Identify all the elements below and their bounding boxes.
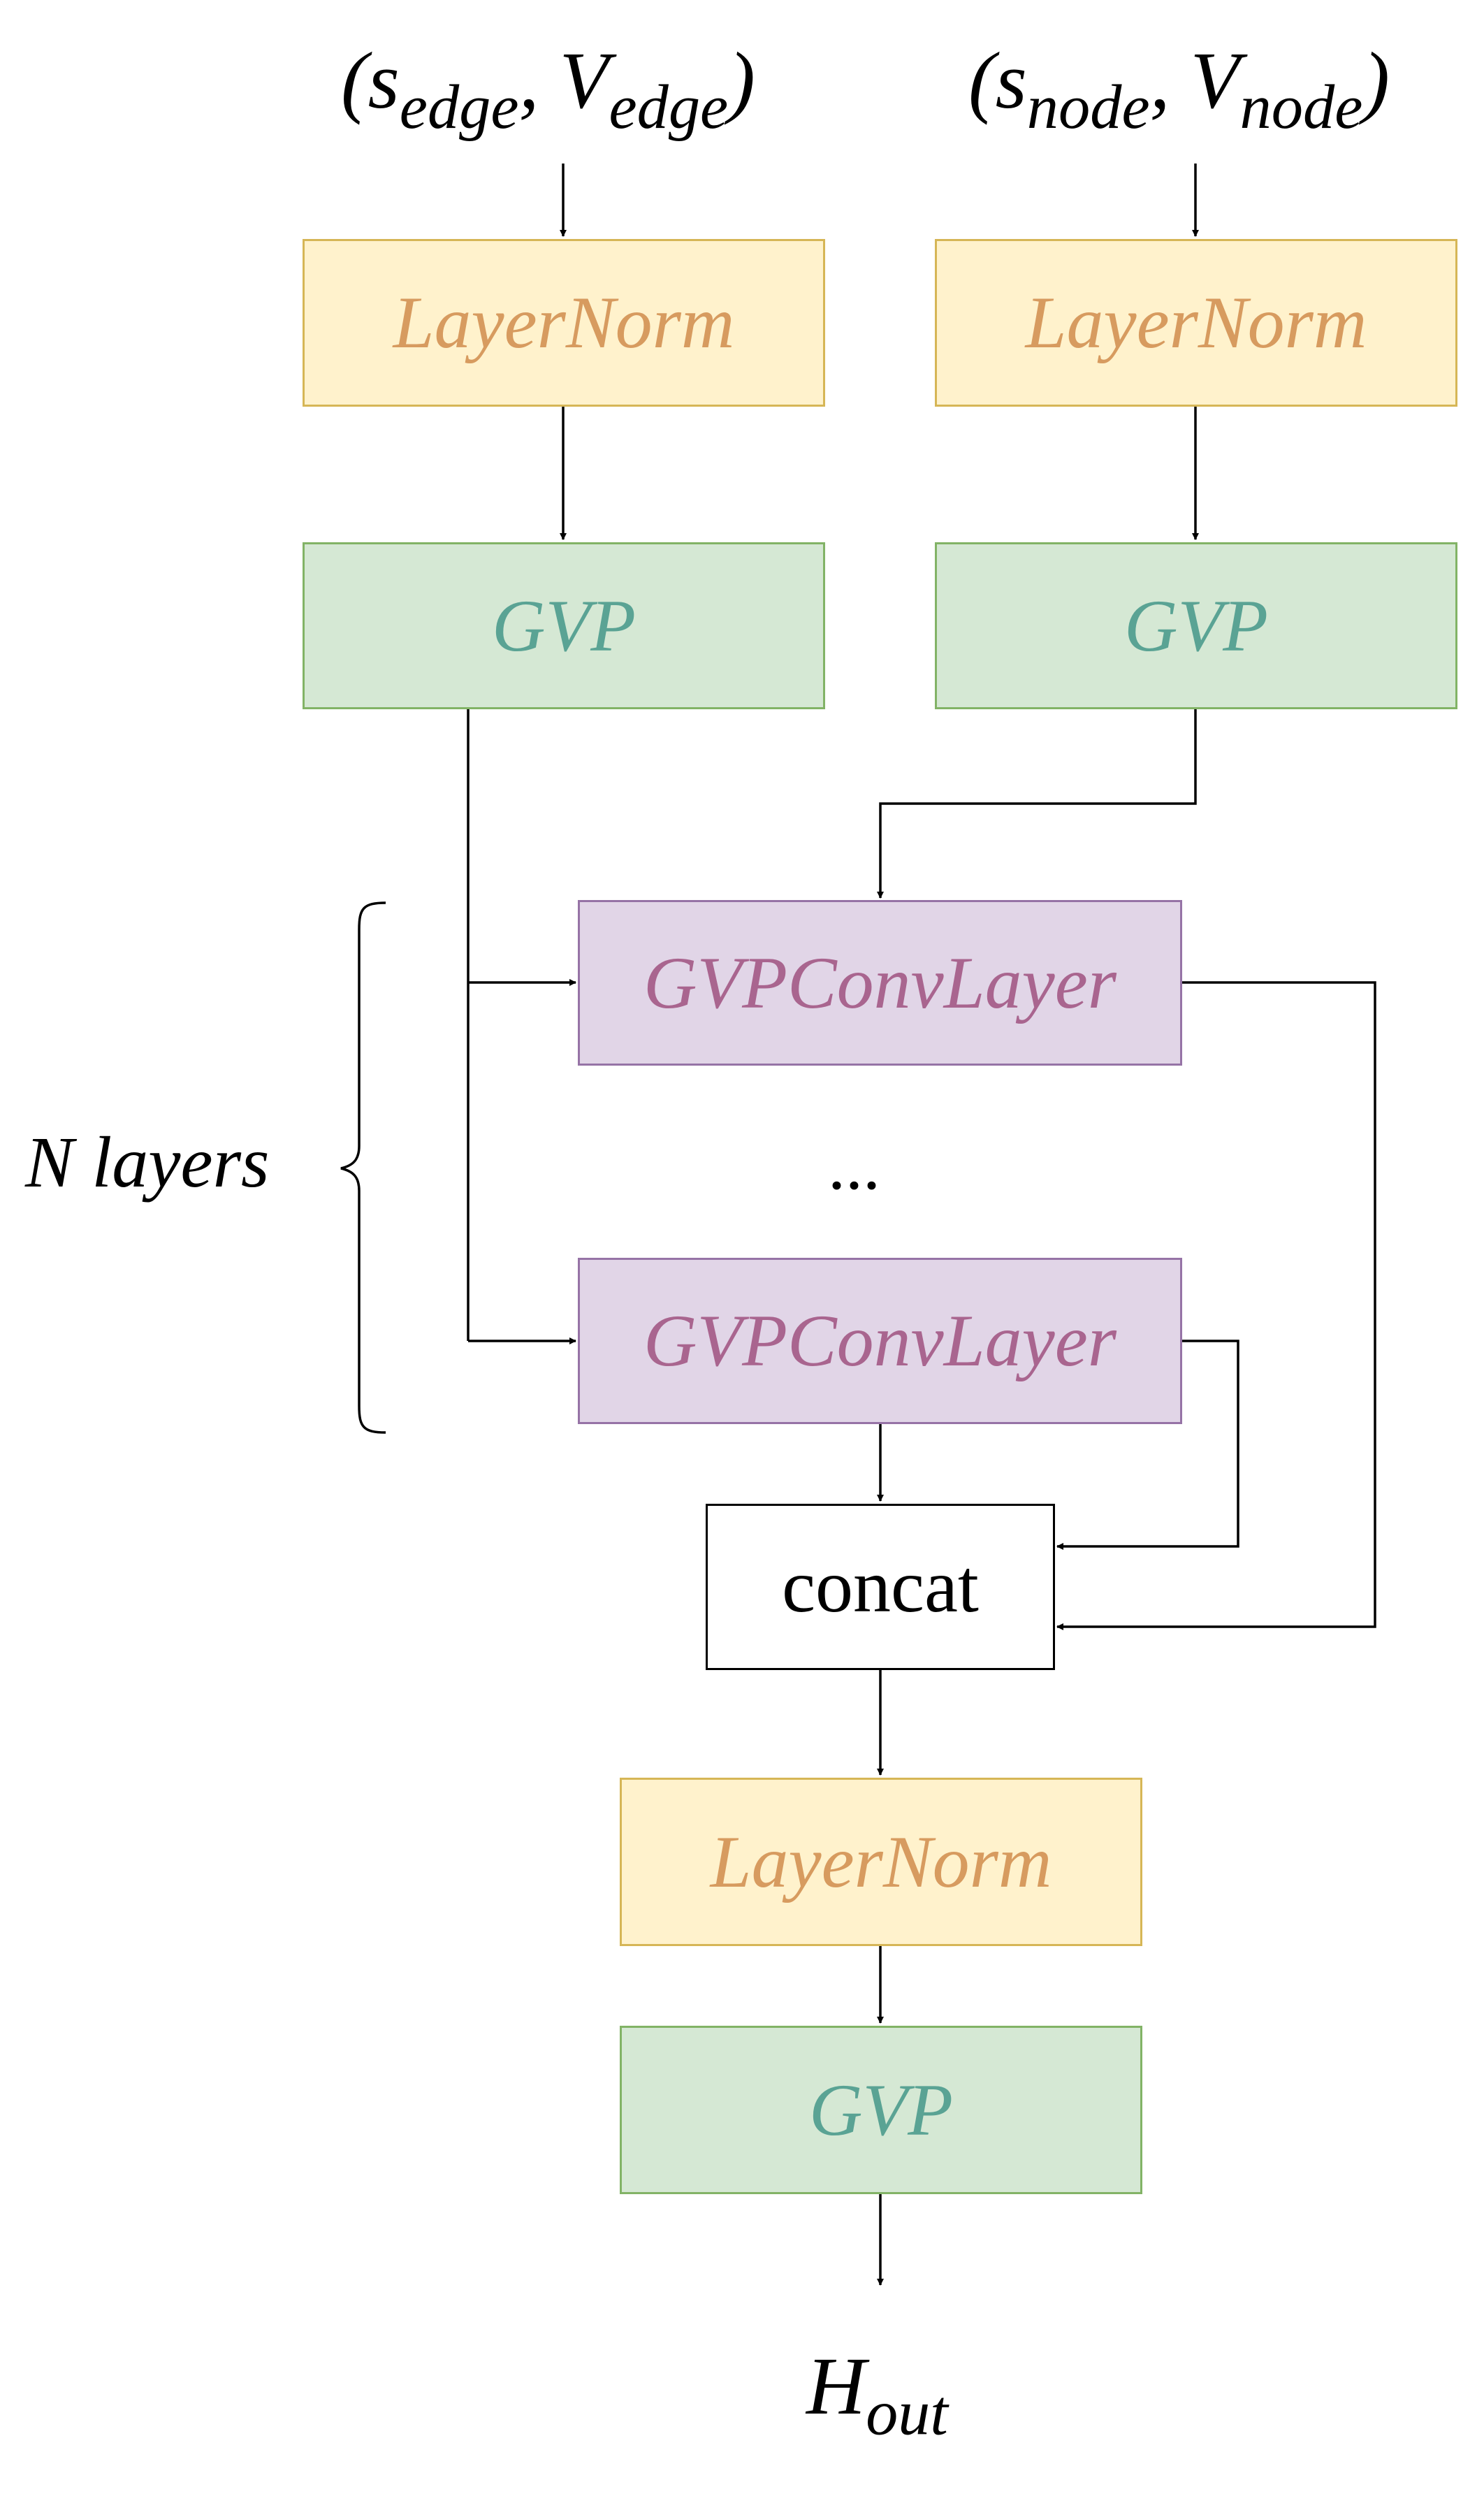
n-layers-label: N layers [25,1122,270,1203]
output-label: Hout [806,2345,948,2445]
arrow-last-conv-side-to-concat [1056,1340,1239,1550]
edge-input-s: s [368,36,400,126]
node-layernorm-block: LayerNorm [935,239,1457,407]
gvp-conv-layer-last: GVPConvLayer [578,1258,1182,1424]
concat-block: concat [706,1504,1055,1670]
node-input-v: V [1190,36,1240,126]
node-input-s-sub: node [1026,71,1150,142]
edge-input-label: (sedge, Vedge) [341,41,755,138]
edge-layernorm-block: LayerNorm [303,239,825,407]
output-gvp-block: GVP [620,2026,1142,2194]
node-input-v-sub: node [1239,71,1363,142]
edge-input-sep: , [518,36,560,126]
node-gvp-block: GVP [935,542,1457,709]
edge-input-v: V [559,36,609,126]
edge-input-open: ( [341,36,368,126]
node-input-close: ) [1362,36,1390,126]
gvp-conv-layer-first: GVPConvLayer [578,900,1182,1066]
edge-input-v-sub: edge [609,71,729,142]
edge-input-close: ) [728,36,755,126]
node-input-label: (snode, Vnode) [968,41,1390,138]
output-main: H [806,2340,866,2432]
layers-brace [340,901,386,1434]
edge-gvp-block: GVP [303,542,825,709]
node-input-sep: , [1149,36,1191,126]
output-sub: out [866,2377,948,2449]
layers-ellipsis: ... [828,1126,880,1204]
node-input-open: ( [968,36,996,126]
edge-input-s-sub: edge [399,71,519,142]
node-input-s: s [995,36,1027,126]
arrow-first-conv-side-to-concat [1056,981,1376,1630]
output-layernorm-block: LayerNorm [620,1778,1142,1946]
arrow-node-gvp-to-conv [877,709,1197,899]
